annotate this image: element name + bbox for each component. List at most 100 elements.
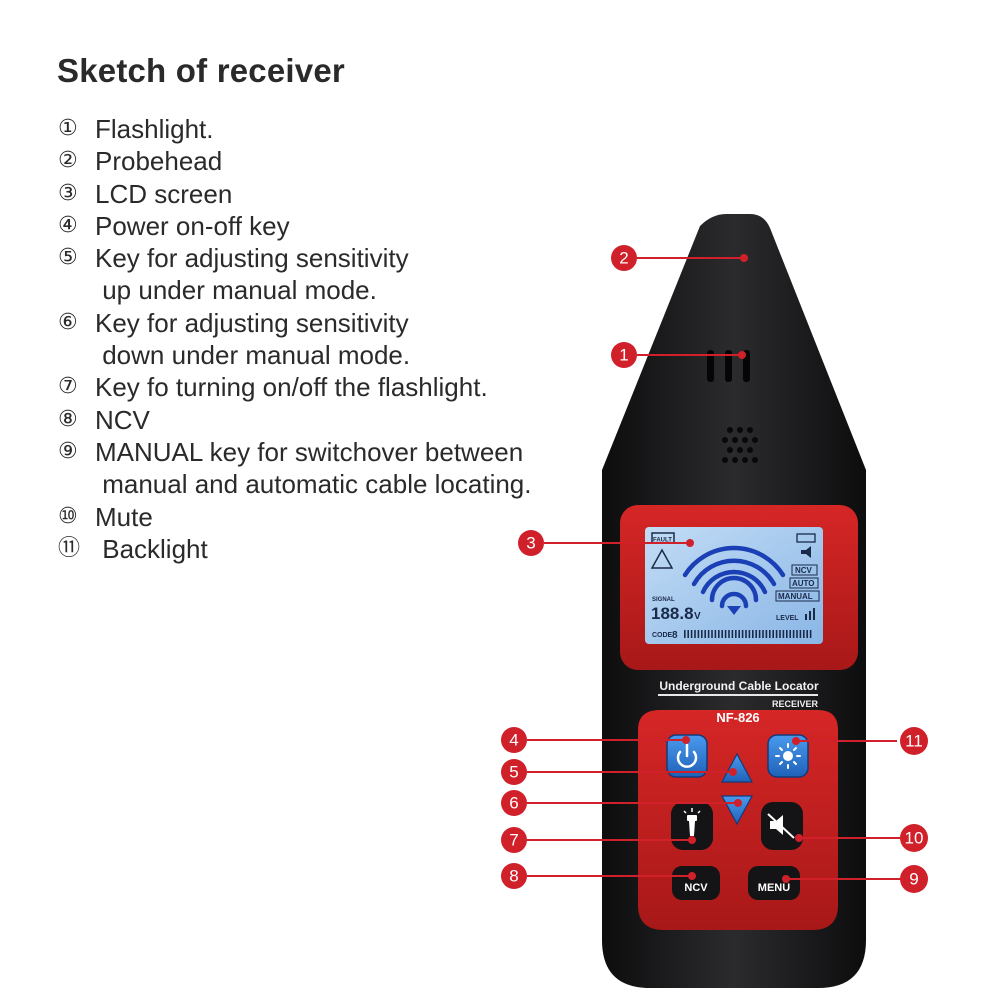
legend-text: Flashlight. xyxy=(95,114,214,144)
callout-3: 3 xyxy=(518,530,544,556)
lcd-manual-box xyxy=(775,590,820,602)
mute-button[interactable] xyxy=(761,802,803,850)
callout-1: 1 xyxy=(611,342,637,368)
callout-4-number: 4 xyxy=(509,731,518,750)
menu-button[interactable]: MENU xyxy=(748,866,800,900)
callout-8: 8 xyxy=(501,863,527,889)
power-button[interactable] xyxy=(666,734,708,778)
legend-text: Key fo turning on/off the flashlight. xyxy=(95,372,488,403)
lcd-level-tick xyxy=(779,630,781,638)
sun-icon xyxy=(775,743,801,769)
legend-number: ④ xyxy=(58,212,78,238)
legend-number: ⑦ xyxy=(58,374,78,400)
lcd-signal-label: SIGNAL xyxy=(652,597,675,603)
legend-text: NCV xyxy=(95,404,150,435)
legend-text: Mute xyxy=(95,501,153,532)
lcd-level-tick xyxy=(792,630,795,638)
probe-slot xyxy=(707,350,714,382)
callout-dots xyxy=(682,254,803,883)
lcd-level-tick xyxy=(752,630,754,638)
callout-10: 10 xyxy=(900,824,928,852)
legend-text: manual and automatic cable locating. xyxy=(95,469,532,500)
legend-item-sensitivity-down: ⑥ Key for adjusting sensitivity down und… xyxy=(58,307,618,372)
lcd-level-tick xyxy=(690,630,693,638)
legend-text: down under manual mode. xyxy=(95,340,411,371)
callout-10-number: 10 xyxy=(905,829,924,848)
lcd-level-tick xyxy=(772,630,774,638)
lcd-ncv-box xyxy=(791,564,818,576)
callout-1-number: 1 xyxy=(619,346,628,365)
lcd-level-tick xyxy=(803,630,805,638)
flashlight-icon xyxy=(683,808,701,836)
lcd-mute-icon xyxy=(801,546,811,558)
legend-item-mute: ⑩ Mute xyxy=(58,501,618,533)
lcd-level-tick xyxy=(748,630,751,638)
legend-number: ③ xyxy=(58,180,78,206)
legend-item-ncv: ⑧ NCV xyxy=(58,404,618,436)
lcd-ncv-tag: NCV xyxy=(795,566,813,575)
lcd-level-tick xyxy=(775,630,778,638)
lcd-level-tick xyxy=(786,630,788,638)
legend-number: ⑨ xyxy=(58,438,78,464)
lcd-level-tick xyxy=(728,630,730,638)
legend-number: ⑤ xyxy=(58,245,78,271)
lcd-level-scale xyxy=(684,630,812,638)
lcd-unit: V xyxy=(694,611,701,622)
mute-icon xyxy=(767,813,795,839)
legend-text: Key for adjusting sensitivity xyxy=(95,243,409,274)
lcd-level-tick xyxy=(806,630,808,638)
callout-2-number: 2 xyxy=(619,249,628,268)
page-title: Sketch of receiver xyxy=(57,52,345,89)
model-label: NF-826 xyxy=(716,710,759,725)
legend-item-backlight: ⑪ Backlight xyxy=(58,533,618,565)
callout-4: 4 xyxy=(501,727,527,753)
lcd-level-tick xyxy=(731,630,734,638)
lcd-level-tick xyxy=(762,630,764,638)
menu-button-label: MENU xyxy=(758,882,790,894)
callout-5-number: 5 xyxy=(509,763,518,782)
receiver-label: RECEIVER xyxy=(772,699,819,709)
lcd-signal-dot xyxy=(727,606,741,615)
legend-number: ⑪ xyxy=(58,535,81,561)
lcd-level-tick xyxy=(745,630,747,638)
ncv-button[interactable]: NCV xyxy=(672,866,720,900)
callout-6: 6 xyxy=(501,790,527,816)
lcd-level-bars-icon xyxy=(805,608,815,620)
lcd-battery-level-icon xyxy=(796,533,816,543)
power-icon xyxy=(676,750,698,768)
lcd-level-tick xyxy=(721,630,723,638)
backlight-button[interactable] xyxy=(767,734,809,778)
lcd-level-tick xyxy=(809,630,812,638)
legend-text: LCD screen xyxy=(95,178,233,209)
callout-2: 2 xyxy=(611,245,637,271)
legend-number: ⑥ xyxy=(58,309,78,335)
probe-slot xyxy=(743,350,750,382)
legend-text: up under manual mode. xyxy=(95,275,377,306)
lcd-level-tick xyxy=(714,630,717,638)
ncv-button-label: NCV xyxy=(684,882,708,894)
lcd-level-tick xyxy=(687,630,689,638)
brand-underline xyxy=(658,694,818,696)
lcd-auto-box xyxy=(789,577,819,589)
callout-lines xyxy=(527,257,901,880)
lcd-level-tick xyxy=(707,630,710,638)
callout-9-number: 9 xyxy=(909,870,918,889)
lcd-level-tick xyxy=(718,630,720,638)
sensitivity-up-button[interactable] xyxy=(720,752,754,783)
lcd-digits: 188.8 xyxy=(651,604,694,623)
legend-text: Key for adjusting sensitivity xyxy=(95,307,409,338)
legend-text: MANUAL key for switchover between xyxy=(95,436,524,467)
lcd-fault-label: FAULT xyxy=(653,538,672,544)
flashlight-button[interactable] xyxy=(671,802,713,850)
lcd-auto-tag: AUTO xyxy=(792,579,815,588)
lcd-level-tick xyxy=(684,630,686,638)
callout-7: 7 xyxy=(501,827,527,853)
lcd-level-tick xyxy=(765,630,768,638)
brand-line: Underground Cable Locator xyxy=(659,679,819,693)
lcd-level-tick xyxy=(782,630,785,638)
lcd-level-tick xyxy=(704,630,706,638)
legend-text: Power on-off key xyxy=(95,210,290,241)
lcd-manual-tag: MANUAL xyxy=(778,592,813,601)
lcd-warning-icon xyxy=(650,548,674,569)
legend-number: ⑧ xyxy=(58,406,78,432)
